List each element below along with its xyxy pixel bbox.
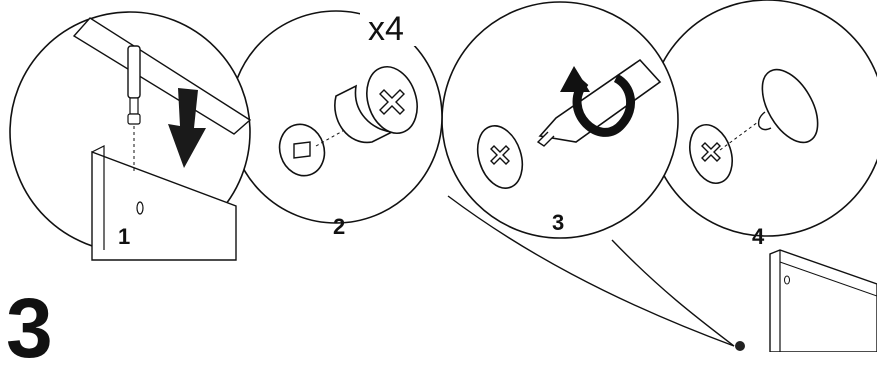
quantity-label: x4 bbox=[368, 10, 404, 48]
cover-cap-icon bbox=[689, 68, 819, 184]
panel-3 bbox=[441, 1, 679, 239]
panel-4 bbox=[648, 0, 877, 237]
step-number: 3 bbox=[6, 281, 53, 375]
panel-2 bbox=[229, 6, 443, 224]
insert-cam-bolt-icon bbox=[72, 17, 252, 261]
panel-1 bbox=[9, 11, 252, 261]
panel-board bbox=[769, 249, 877, 352]
callout-pointer bbox=[447, 195, 745, 351]
panel-3-number: 3 bbox=[552, 210, 565, 235]
panel-1-number: 1 bbox=[118, 224, 131, 249]
screwdriver-rotate-icon bbox=[476, 58, 662, 189]
panel-4-number: 4 bbox=[752, 224, 765, 249]
cam-lock-icon bbox=[278, 66, 418, 177]
assembly-illustration bbox=[9, 0, 877, 352]
panel-2-number: 2 bbox=[333, 214, 346, 239]
